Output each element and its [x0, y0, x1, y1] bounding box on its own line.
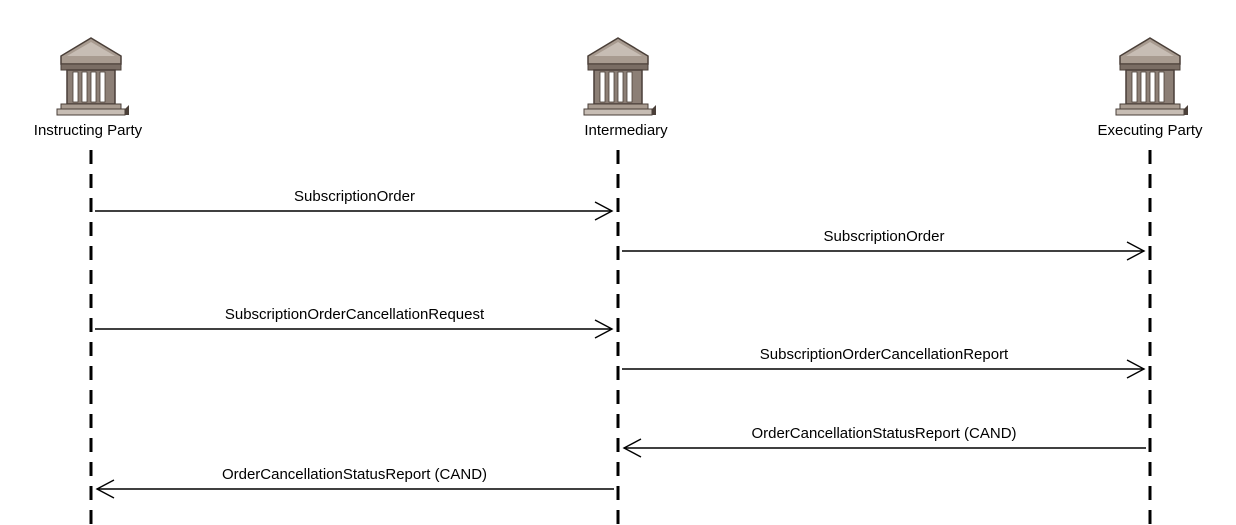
- message-3: SubscriptionOrderCancellationRequest: [95, 306, 614, 339]
- message-label: OrderCancellationStatusReport (CAND): [222, 466, 487, 483]
- participant-label: Intermediary: [584, 122, 668, 139]
- message-2: SubscriptionOrder: [622, 228, 1146, 261]
- message-label: SubscriptionOrder: [294, 188, 415, 205]
- arrowhead-icon: [594, 201, 614, 221]
- bank-building-icon: [1115, 37, 1189, 116]
- participant-instructing: Instructing Party: [34, 37, 143, 139]
- message-4: SubscriptionOrderCancellationReport: [622, 346, 1146, 379]
- message-6: OrderCancellationStatusReport (CAND): [95, 466, 614, 499]
- participant-executing: Executing Party: [1097, 37, 1203, 139]
- message-5: OrderCancellationStatusReport (CAND): [622, 425, 1146, 458]
- message-label: SubscriptionOrder: [824, 228, 945, 245]
- arrowhead-icon: [1126, 359, 1146, 379]
- arrowhead-icon: [594, 319, 614, 339]
- message-1: SubscriptionOrder: [95, 188, 614, 221]
- message-label: SubscriptionOrderCancellationRequest: [225, 306, 485, 323]
- message-label: SubscriptionOrderCancellationReport: [760, 346, 1009, 363]
- participant-intermediary: Intermediary: [583, 37, 668, 139]
- participant-label: Executing Party: [1097, 122, 1203, 139]
- arrowhead-icon: [95, 479, 115, 499]
- arrowhead-icon: [622, 438, 642, 458]
- bank-building-icon: [56, 37, 130, 116]
- participant-label: Instructing Party: [34, 122, 143, 139]
- arrowhead-icon: [1126, 241, 1146, 261]
- bank-building-icon: [583, 37, 657, 116]
- message-label: OrderCancellationStatusReport (CAND): [751, 425, 1016, 442]
